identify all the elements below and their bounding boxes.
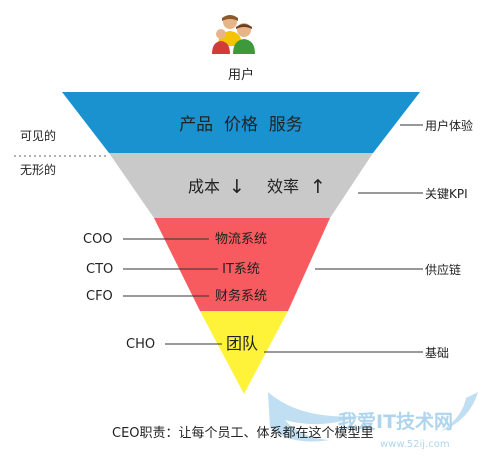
supply-chain-label: 供应链 [425, 262, 461, 277]
watermark: 我爱IT技术网 www.52ij.com [268, 392, 478, 450]
cost-label: 成本 [188, 177, 220, 196]
layer-systems [154, 218, 330, 311]
watermark-url: www.52ij.com [380, 439, 450, 450]
ceo-responsibility-caption: CEO职责：让每个员工、体系都在这个模型里 [112, 425, 374, 441]
layer-cost-efficiency [109, 153, 373, 218]
finance-system-label: 财务系统 [215, 288, 267, 304]
watermark-text: 我爱IT技术网 [338, 410, 453, 433]
visible-label: 可见的 [20, 128, 56, 143]
invisible-label: 无形的 [20, 162, 56, 177]
layer-team [200, 311, 288, 394]
layer-1-text: 产品 价格 服务 [179, 115, 303, 135]
cfo-label: CFO [86, 289, 113, 304]
efficiency-label: 效率 [267, 177, 299, 196]
cost-down-arrow: ↓ [229, 176, 245, 198]
cto-label: CTO [86, 262, 113, 277]
coo-label: COO [83, 232, 113, 247]
foundation-label: 基础 [425, 346, 449, 360]
users-icon [212, 15, 255, 54]
user-experience-label: 用户体验 [425, 118, 473, 133]
logistics-system-label: 物流系统 [215, 232, 267, 247]
layer-product-price-service [62, 92, 420, 153]
it-system-label: IT系统 [222, 262, 260, 277]
team-label: 团队 [226, 334, 258, 353]
watermark-wing-icon [268, 392, 360, 442]
cho-label: CHO [126, 337, 155, 352]
efficiency-up-arrow: ↑ [310, 176, 326, 198]
key-kpi-label: 关键KPI [425, 187, 468, 201]
top-user-label: 用户 [228, 67, 254, 83]
